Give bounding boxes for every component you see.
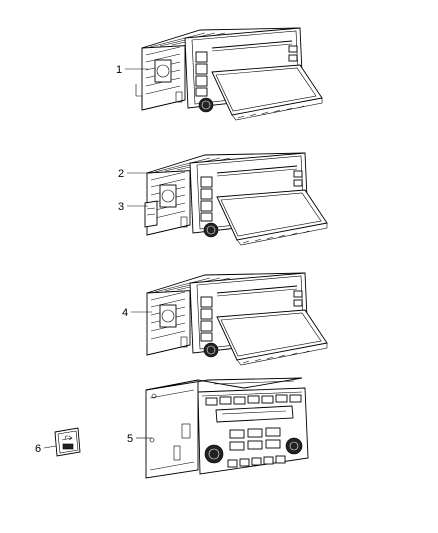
callout-2: 2: [118, 168, 124, 180]
nav-radio-unit-1: [135, 27, 323, 121]
mounting-bracket: [144, 200, 158, 228]
usb-icon: [61, 435, 74, 450]
leader-line-6: [43, 445, 57, 449]
callout-1: 1: [116, 64, 122, 76]
nav-radio-unit-2: [144, 152, 328, 246]
callout-3: 3: [118, 201, 124, 213]
radio-head-unit-5: [145, 377, 309, 479]
callout-6: 6: [35, 443, 41, 455]
usb-port-6: [54, 427, 81, 457]
callout-5: 5: [127, 433, 133, 445]
callout-4: 4: [122, 307, 128, 319]
nav-radio-unit-4: [146, 272, 328, 366]
